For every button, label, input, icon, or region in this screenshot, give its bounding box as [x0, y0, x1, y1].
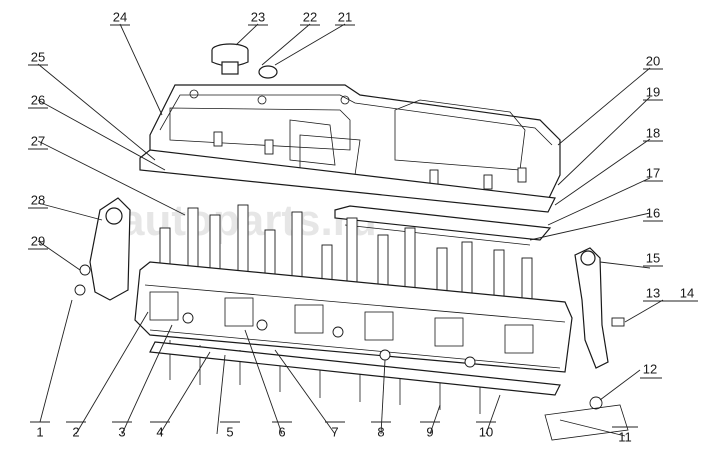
callout-3: 3: [118, 425, 125, 440]
callout-29: 29: [31, 234, 45, 249]
callout-underlines: [28, 24, 698, 428]
callout-1: 1: [36, 425, 43, 440]
seal-ring: [258, 65, 278, 79]
callout-19: 19: [646, 85, 660, 100]
small-bolt: [544, 396, 629, 441]
callout-2: 2: [72, 425, 79, 440]
callout-14: 14: [680, 286, 694, 301]
head-gasket: [149, 341, 561, 396]
callout-8: 8: [377, 425, 384, 440]
gasket-line: [344, 224, 531, 246]
callout-6: 6: [278, 425, 285, 440]
callout-27: 27: [31, 134, 45, 149]
callout-22: 22: [303, 10, 317, 25]
callout-10: 10: [479, 425, 493, 440]
callout-11: 11: [618, 430, 632, 445]
callout-13: 13: [646, 286, 660, 301]
callout-24: 24: [113, 10, 127, 25]
callout-21: 21: [338, 10, 352, 25]
lifting-bracket-right: [574, 247, 625, 369]
callout-5: 5: [226, 425, 233, 440]
callout-17: 17: [646, 166, 660, 181]
callout-18: 18: [646, 126, 660, 141]
callout-28: 28: [31, 193, 45, 208]
callout-20: 20: [646, 54, 660, 69]
valve-cover-gasket: [139, 149, 556, 213]
callout-16: 16: [646, 206, 660, 221]
callout-4: 4: [156, 425, 163, 440]
oil-filler-cap: [211, 43, 249, 75]
lifting-bracket-left: [74, 197, 131, 301]
leader-lines: [37, 23, 664, 437]
callout-23: 23: [251, 10, 265, 25]
callout-7: 7: [331, 425, 338, 440]
callout-9: 9: [426, 425, 433, 440]
head-bolts: [159, 204, 533, 311]
callout-26: 26: [31, 93, 45, 108]
cylinder-head: [134, 261, 573, 373]
callout-12: 12: [643, 362, 657, 377]
callout-15: 15: [646, 251, 660, 266]
gasket-strip: [334, 205, 552, 241]
callout-25: 25: [31, 50, 45, 65]
